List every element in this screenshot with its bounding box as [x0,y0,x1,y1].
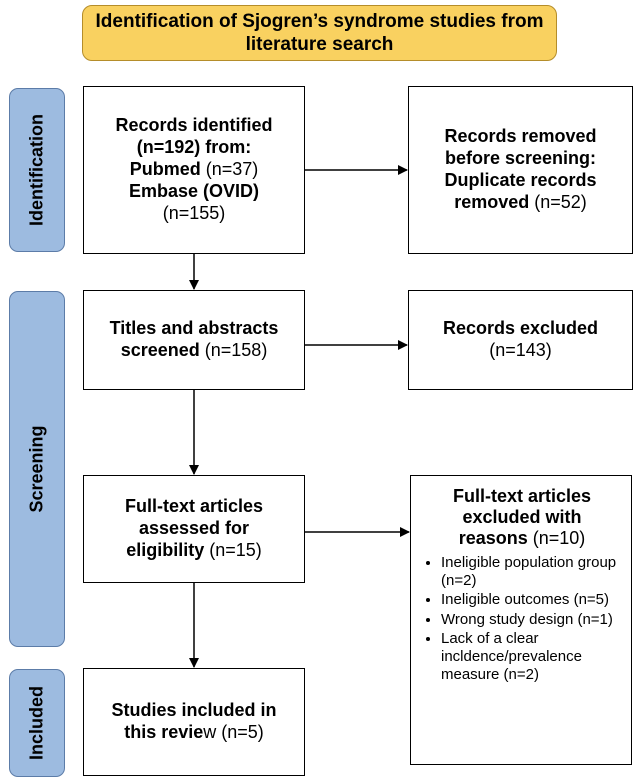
pubmed-count: (n=37) [205,159,259,180]
stage-identification: Identification [9,88,65,252]
records-excluded-box: Records excluded (n=143) [408,290,633,390]
fulltext-line2: assessed for [138,518,250,539]
records-identified-line1: Records identified [115,115,273,136]
fulltext-word: eligibility [126,539,205,560]
fulltext-excluded-box: Full-text articles excluded with reasons… [410,475,632,765]
embase-label: Embase (OVID) [128,180,260,201]
records-removed-line1: Records removed [444,126,597,147]
included-line2: this review (n=5) [124,722,264,744]
records-removed-count: (n=52) [534,191,587,212]
screened-count: (n=158) [204,340,268,360]
fulltext-line1: Full-text articles [124,496,264,517]
included-count: (n=5) [221,722,264,742]
records-removed-line2: before screening: [444,148,597,169]
embase-count: (n=155) [162,202,226,223]
fulltext-count: (n=15) [209,539,262,560]
stage-included: Included [9,669,65,777]
pubmed-label: Pubmed [129,159,201,180]
records-excluded-line1: Records excluded [442,318,599,339]
fulltext-excluded-line3: reasons (n=10) [419,528,625,549]
screened-box: Titles and abstracts screened (n=158) [83,290,305,390]
studies-included-box: Studies included in this review (n=5) [83,668,305,776]
records-excluded-count: (n=143) [489,340,552,360]
exclusion-reason: Wrong study design (n=1) [441,611,625,629]
records-identified-line2: (n=192) from: [136,137,252,158]
fulltext-excluded-line1: Full-text articles [452,486,592,506]
exclusion-reasons-list: Ineligible population group (n=2) Inelig… [419,554,625,685]
exclusion-reason: Ineligible outcomes (n=5) [441,591,625,609]
exclusion-reason: Lack of a clear incldence/prevalence mea… [441,630,625,685]
included-word: this revie [124,722,204,742]
pubmed-line: Pubmed (n=37) [130,159,259,181]
screened-line1: Titles and abstracts [109,318,279,339]
included-word-rest: w [203,722,217,742]
diagram-title: Identification of Sjogren’s syndrome stu… [82,5,557,61]
screened-word: screened [120,340,200,360]
stage-screening: Screening [9,291,65,647]
exclusion-reason: Ineligible population group (n=2) [441,554,625,591]
fulltext-excluded-word: reasons [458,528,528,549]
diagram-title-text: Identification of Sjogren’s syndrome stu… [95,10,544,55]
included-line1: Studies included in [111,700,277,721]
records-identified-box: Records identified (n=192) from: Pubmed … [83,86,305,254]
fulltext-excluded-count: (n=10) [532,528,586,549]
records-removed-word: removed [454,191,530,212]
fulltext-assessed-box: Full-text articles assessed for eligibil… [83,475,305,583]
records-removed-box: Records removed before screening: Duplic… [408,86,633,254]
screened-line2: screened (n=158) [121,340,268,362]
fulltext-line3: eligibility (n=15) [126,540,262,562]
fulltext-excluded-line2: excluded with [462,507,582,528]
records-removed-line3: Duplicate records [444,170,597,190]
records-removed-line4: removed (n=52) [454,192,587,214]
